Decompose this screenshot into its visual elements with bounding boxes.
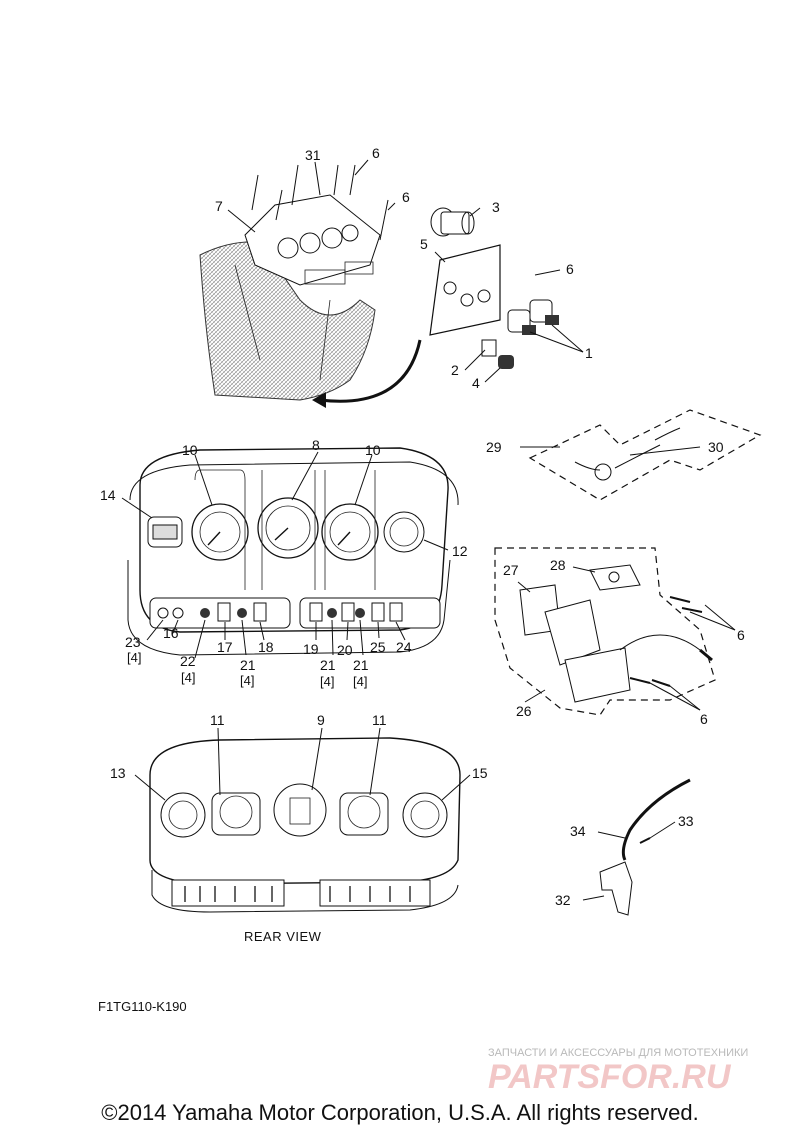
quantity-21: [4] bbox=[240, 673, 254, 688]
socket-illustration bbox=[430, 207, 475, 237]
assembly-arrow bbox=[319, 339, 422, 403]
kit-box-dashed bbox=[528, 409, 762, 501]
callout-6: 6 bbox=[737, 627, 745, 643]
callout-5: 5 bbox=[420, 236, 428, 252]
small-switches bbox=[481, 339, 514, 369]
callout-29: 29 bbox=[486, 439, 502, 455]
callout-17: 17 bbox=[217, 639, 233, 655]
callout-25: 25 bbox=[370, 639, 386, 655]
callout-10: 10 bbox=[182, 442, 198, 458]
rear-view-label: REAR VIEW bbox=[244, 929, 322, 944]
callout-8: 8 bbox=[312, 437, 320, 453]
callout-23: 23 bbox=[125, 634, 141, 650]
watermark-brand: PARTSFOR.RU bbox=[488, 1058, 732, 1096]
callout-16: 16 bbox=[163, 625, 179, 641]
bracket-kit-dashed bbox=[494, 547, 716, 716]
callout-34: 34 bbox=[570, 823, 586, 839]
watermark-tagline: ЗАПЧАСТИ И АКСЕССУАРЫ ДЛЯ МОТОТЕХНИКИ bbox=[488, 1047, 748, 1059]
callout-6: 6 bbox=[700, 711, 708, 727]
callout-21: 21 bbox=[240, 657, 256, 673]
quantity-21: [4] bbox=[320, 674, 334, 689]
quantity-22: [4] bbox=[181, 670, 195, 685]
callout-10: 10 bbox=[365, 442, 381, 458]
switches-illustration bbox=[507, 299, 559, 335]
callout-19: 19 bbox=[303, 641, 319, 657]
bracket-illustration bbox=[519, 564, 713, 703]
leader-lines-rear bbox=[134, 727, 471, 801]
screws-top bbox=[251, 164, 389, 241]
kit-harness bbox=[574, 427, 681, 481]
callout-7: 7 bbox=[215, 198, 223, 214]
leader-lines-bracket bbox=[517, 566, 736, 711]
callout-4: 4 bbox=[472, 375, 480, 391]
quantity-23: [4] bbox=[127, 650, 141, 665]
callout-13: 13 bbox=[110, 765, 126, 781]
quantity-21: [4] bbox=[353, 674, 367, 689]
plate-illustration bbox=[429, 244, 501, 336]
leader-lines-top bbox=[227, 159, 701, 456]
callout-15: 15 bbox=[472, 765, 488, 781]
callout-14: 14 bbox=[100, 487, 116, 503]
callout-30: 30 bbox=[708, 439, 724, 455]
callout-27: 27 bbox=[503, 562, 519, 578]
callout-11: 11 bbox=[210, 712, 225, 728]
callout-11: 11 bbox=[372, 712, 387, 728]
callout-6: 6 bbox=[402, 189, 410, 205]
leader-lines-front bbox=[121, 451, 449, 659]
callout-21: 21 bbox=[353, 657, 369, 673]
callout-31: 31 bbox=[305, 147, 321, 163]
callout-26: 26 bbox=[516, 703, 532, 719]
leader-lines-cable bbox=[582, 821, 676, 901]
diagram-code: F1TG110-K190 bbox=[98, 999, 187, 1014]
callout-12: 12 bbox=[452, 543, 468, 559]
callout-2: 2 bbox=[451, 362, 459, 378]
console-body-illustration bbox=[199, 194, 381, 401]
callout-1: 1 bbox=[585, 345, 593, 361]
callout-22: 22 bbox=[180, 653, 196, 669]
callout-6: 6 bbox=[566, 261, 574, 277]
callout-21: 21 bbox=[320, 657, 336, 673]
cable-lever-illustration bbox=[599, 778, 695, 916]
callout-33: 33 bbox=[678, 813, 694, 829]
callout-9: 9 bbox=[317, 712, 325, 728]
copyright-footer: ©2014 Yamaha Motor Corporation, U.S.A. A… bbox=[101, 1100, 699, 1125]
gauge-panel-rear bbox=[149, 737, 461, 913]
callout-18: 18 bbox=[258, 639, 274, 655]
callout-6: 6 bbox=[372, 145, 380, 161]
callout-32: 32 bbox=[555, 892, 571, 908]
callout-20: 20 bbox=[337, 642, 353, 658]
callout-28: 28 bbox=[550, 557, 566, 573]
gauge-panel-front bbox=[127, 447, 459, 656]
callout-3: 3 bbox=[492, 199, 500, 215]
screws-bracket bbox=[629, 596, 703, 687]
callout-24: 24 bbox=[396, 639, 412, 655]
